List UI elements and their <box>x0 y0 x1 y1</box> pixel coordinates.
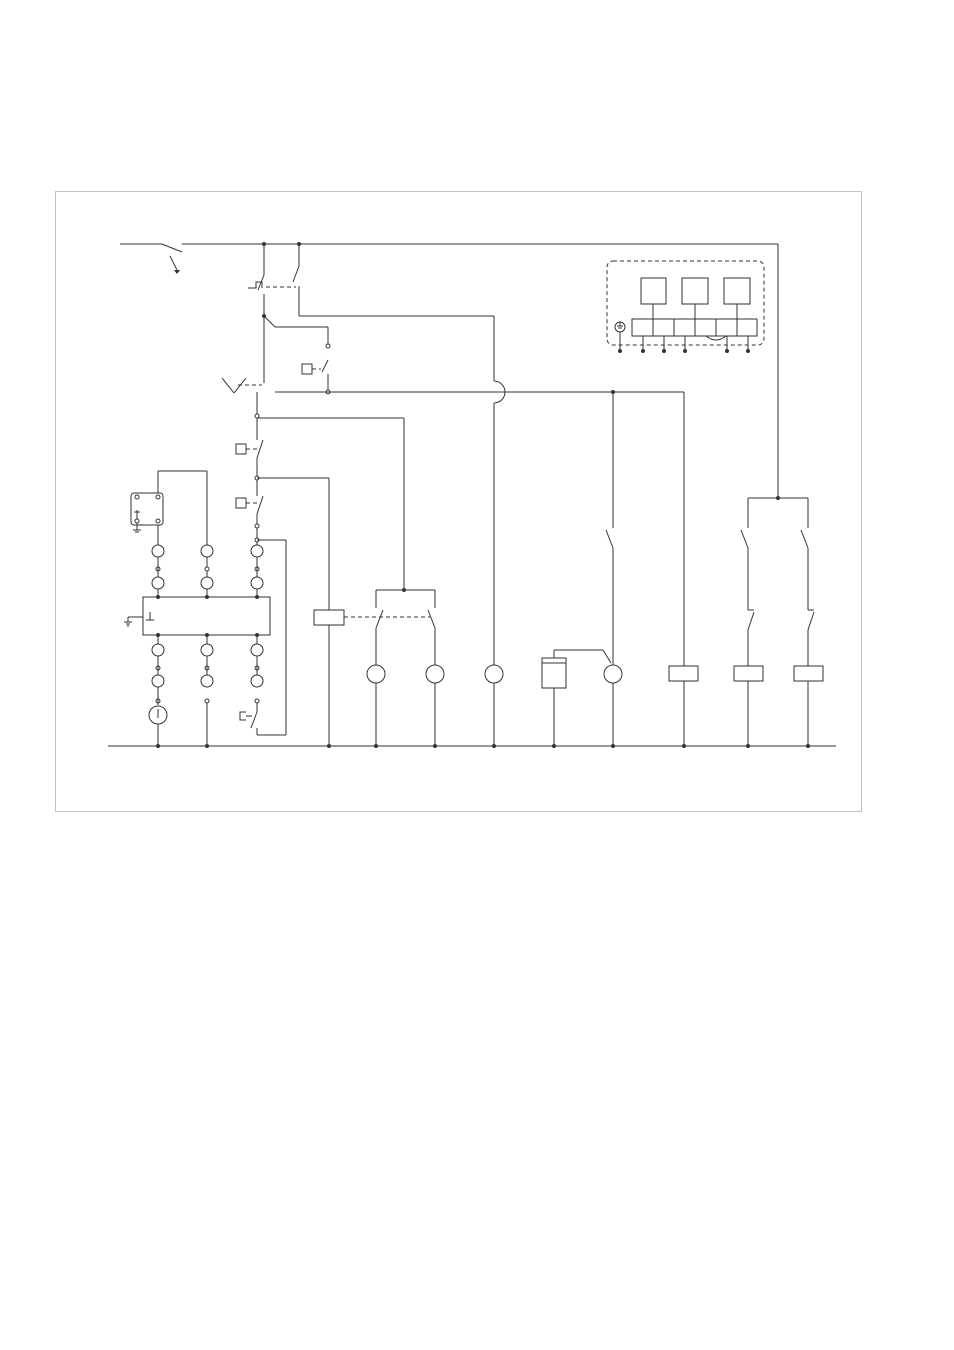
neutral-bus <box>108 744 836 748</box>
instrument-block <box>124 470 271 746</box>
heater-branch <box>541 392 699 746</box>
fan-branch <box>366 589 504 746</box>
transformer <box>130 492 164 526</box>
relay-coil <box>793 665 824 682</box>
fan-icon <box>425 664 445 684</box>
protection-branch <box>221 244 685 746</box>
diagram-frame <box>55 191 862 812</box>
relay-coil <box>235 497 247 509</box>
fuse-column-2 <box>200 544 214 590</box>
relay-branch <box>733 496 824 746</box>
relay-coil <box>235 443 247 455</box>
control-unit <box>142 596 271 636</box>
relay-coil <box>733 665 764 682</box>
fan-icon <box>484 664 504 684</box>
fan-icon <box>366 664 386 684</box>
fuse-column-1 <box>151 544 165 597</box>
fuse-column-3 <box>250 542 264 597</box>
contactor-coil <box>313 609 345 626</box>
fan-icon <box>603 664 623 684</box>
main-supply-line <box>120 242 779 498</box>
relay-coil <box>301 363 313 375</box>
relay-coil <box>668 665 699 682</box>
terminal-block <box>606 260 765 353</box>
ground-symbol <box>124 612 154 627</box>
